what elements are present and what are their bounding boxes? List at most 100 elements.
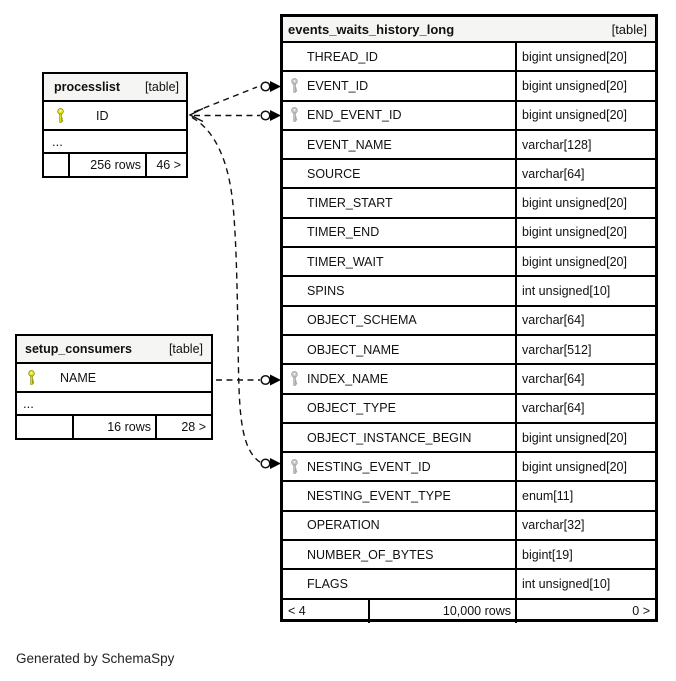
table-node-processlist[interactable]: processlist [table] ID ... 256 rows 46 > <box>42 72 188 178</box>
column-name: NAME <box>60 370 97 385</box>
column-type: enum[11] <box>522 489 574 504</box>
primary-key-icon <box>28 369 35 385</box>
column-type: varchar[64] <box>522 401 585 416</box>
footer-row-count: 10,000 rows <box>370 599 517 623</box>
column-row: OPERATION varchar[32] <box>283 511 655 542</box>
column-type: bigint unsigned[20] <box>522 196 627 211</box>
column-type: varchar[64] <box>522 313 585 328</box>
zero-or-one-circle <box>260 110 271 121</box>
column-row: SPINS int unsigned[10] <box>283 277 655 307</box>
foreign-key-icon <box>291 78 298 93</box>
table-header[interactable]: events_waits_history_long [table] <box>283 17 655 43</box>
column-row: EVENT_NAME varchar[128] <box>283 130 655 161</box>
column-name: OBJECT_INSTANCE_BEGIN <box>307 430 472 445</box>
arrowhead-index-name <box>270 374 281 386</box>
column-row: FLAGS int unsigned[10] <box>283 570 655 600</box>
column-row: ID <box>44 102 186 131</box>
table-footer: 256 rows 46 > <box>44 154 186 176</box>
footer-children-count <box>17 416 74 438</box>
column-row: NAME <box>17 364 211 393</box>
fk-line-nesting-event-id <box>191 116 261 464</box>
column-name: NESTING_EVENT_ID <box>307 459 431 474</box>
table-header[interactable]: processlist [table] <box>44 74 186 102</box>
column-type: bigint unsigned[20] <box>522 225 627 240</box>
table-node-events-waits-history-long[interactable]: events_waits_history_long [table] THREAD… <box>280 14 658 623</box>
column-name: NESTING_EVENT_TYPE <box>307 489 451 504</box>
column-name: FLAGS <box>307 576 348 591</box>
column-type: bigint unsigned[20] <box>522 254 627 269</box>
footer-row-count: 16 rows <box>74 416 157 438</box>
table-node-setup-consumers[interactable]: setup_consumers [table] NAME ... 16 rows… <box>15 334 213 440</box>
foreign-key-icon <box>291 458 298 474</box>
zero-or-one-circle <box>260 81 271 92</box>
column-row: INDEX_NAME varchar[64] <box>283 365 655 395</box>
column-name: OPERATION <box>307 518 380 533</box>
footer-parents-count: 0 > <box>632 604 650 619</box>
column-row: THREAD_ID bigint unsigned[20] <box>283 43 655 73</box>
column-row: SOURCE varchar[64] <box>283 160 655 190</box>
footer-parents-count: 28 > <box>181 420 206 434</box>
column-row: NESTING_EVENT_TYPE enum[11] <box>283 482 655 512</box>
column-row: EVENT_ID bigint unsigned[20] <box>283 72 655 102</box>
column-name: SOURCE <box>307 166 361 181</box>
table-title: processlist <box>54 80 121 94</box>
column-type: varchar[64] <box>522 371 585 386</box>
column-type: bigint[19] <box>522 547 573 562</box>
table-header[interactable]: setup_consumers [table] <box>17 336 211 364</box>
column-name: THREAD_ID <box>307 49 378 64</box>
column-name: TIMER_WAIT <box>307 254 384 269</box>
column-name: SPINS <box>307 284 345 299</box>
table-type-badge: [table] <box>611 21 647 37</box>
column-row: TIMER_START bigint unsigned[20] <box>283 189 655 219</box>
zero-or-one-circle <box>260 374 271 386</box>
foreign-key-icon <box>291 107 298 122</box>
table-footer: 16 rows 28 > <box>17 416 211 438</box>
column-name: NUMBER_OF_BYTES <box>307 547 434 562</box>
column-row: TIMER_WAIT bigint unsigned[20] <box>283 248 655 278</box>
column-type: varchar[32] <box>522 518 585 533</box>
foreign-key-icon <box>291 371 298 386</box>
column-row: TIMER_END bigint unsigned[20] <box>283 218 655 249</box>
column-type: bigint unsigned[20] <box>522 430 627 445</box>
column-name: EVENT_NAME <box>307 137 392 152</box>
footer-parents-count: 46 > <box>156 158 181 172</box>
arrowhead-event-id <box>270 81 281 92</box>
column-row: NUMBER_OF_BYTES bigint[19] <box>283 541 655 571</box>
hidden-columns-ellipsis: ... <box>44 131 186 154</box>
column-type: bigint unsigned[20] <box>522 459 627 474</box>
column-type: int unsigned[10] <box>522 284 611 299</box>
column-name: OBJECT_SCHEMA <box>307 313 417 328</box>
column-row: OBJECT_SCHEMA varchar[64] <box>283 306 655 336</box>
column-name: TIMER_START <box>307 196 393 211</box>
column-type: bigint unsigned[20] <box>522 78 627 93</box>
arrowhead-end-event-id <box>270 110 281 121</box>
table-type-badge: [table] <box>144 80 179 94</box>
column-type: bigint unsigned[20] <box>522 108 627 123</box>
column-name: INDEX_NAME <box>307 371 389 386</box>
generated-by-note: Generated by SchemaSpy <box>16 651 175 666</box>
table-footer: < 4 10,000 rows 0 > <box>283 599 655 623</box>
column-type: varchar[64] <box>522 166 585 181</box>
zero-or-one-circle <box>260 458 271 469</box>
footer-children-count <box>44 154 70 176</box>
column-row: END_EVENT_ID bigint unsigned[20] <box>283 101 655 131</box>
table-title: events_waits_history_long <box>288 21 455 37</box>
column-type: bigint unsigned[20] <box>522 49 627 64</box>
column-name: TIMER_END <box>307 225 380 240</box>
primary-key-icon <box>57 107 64 123</box>
column-name: EVENT_ID <box>307 78 369 93</box>
table-type-badge: [table] <box>168 342 203 356</box>
column-name: END_EVENT_ID <box>307 108 402 123</box>
column-row: OBJECT_INSTANCE_BEGIN bigint unsigned[20] <box>283 423 655 454</box>
column-type: int unsigned[10] <box>522 576 611 591</box>
column-type: varchar[128] <box>522 137 592 152</box>
column-type: varchar[512] <box>522 342 592 357</box>
footer-row-count: 256 rows <box>70 154 147 176</box>
column-row: NESTING_EVENT_ID bigint unsigned[20] <box>283 453 655 483</box>
table-title: setup_consumers <box>25 342 132 356</box>
column-name: ID <box>96 108 109 123</box>
